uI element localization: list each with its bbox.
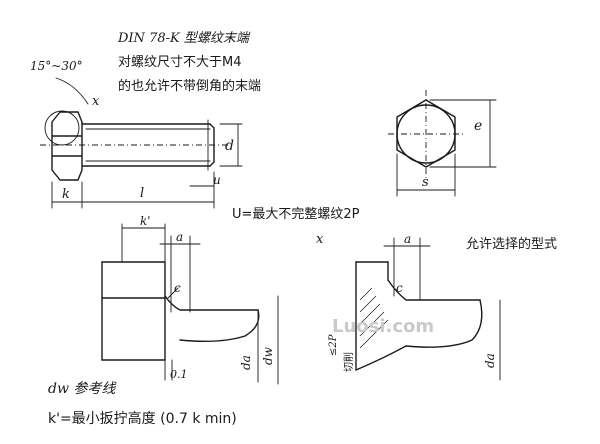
u-note: U=最大不完整螺纹2P <box>232 207 360 222</box>
hex-outline <box>396 99 456 168</box>
chamfer-detail-circle <box>44 110 80 146</box>
dim-dw: dw <box>261 346 275 365</box>
dim-0-1: 0.1 <box>170 368 188 381</box>
dim-l: l <box>140 186 144 201</box>
note-line-2: 对螺纹尺寸不大于M4 <box>118 55 242 70</box>
hatch-3 <box>359 303 381 325</box>
detail-shank-curve <box>179 309 260 343</box>
bolt-side-view <box>40 110 230 181</box>
note-line-3: 的也允许不带倒角的末端 <box>118 78 261 94</box>
dim-a2: a <box>404 232 411 246</box>
detail-c-leader <box>167 287 179 299</box>
dim-d: d <box>225 138 234 154</box>
dim-k: k <box>62 187 70 202</box>
note-line-1: DIN 78-K 型螺纹末端 <box>117 31 251 46</box>
dim-u: u <box>213 173 221 187</box>
angle-label: 15°~30° <box>30 59 83 73</box>
dim-da2: da <box>483 353 497 368</box>
dim-2p: ≤2P <box>328 334 339 356</box>
legend-k-prime: k'=最小扳拧高度 (0.7 k min) <box>48 410 237 427</box>
dim-da: da <box>239 355 253 370</box>
x-mark: x <box>92 94 100 109</box>
alt-under-head <box>355 345 407 371</box>
dim-s: s <box>422 175 429 190</box>
hatch-4 <box>359 311 385 337</box>
alt-shank-curve <box>405 299 483 348</box>
dim-e: e <box>474 118 482 134</box>
hatch-1 <box>359 287 373 301</box>
dim-c: c <box>174 281 181 295</box>
dim-k-prime: k' <box>140 214 151 228</box>
dim-c2: c <box>396 281 403 295</box>
alt-form-label: 允许选择的型式 <box>466 236 557 252</box>
dim-a: a <box>176 230 183 244</box>
hatch-5 <box>359 319 389 349</box>
hatch-2 <box>359 295 377 313</box>
hex-end-view <box>388 90 466 178</box>
alt-fillet <box>387 279 481 301</box>
legend-dw: dw 参考线 <box>48 381 117 397</box>
watermark: Luosi.com <box>332 316 434 337</box>
detail-standard <box>101 261 260 361</box>
dim-cut: 切削 <box>342 352 355 372</box>
detail-fillet-top <box>164 295 259 311</box>
bolt-head <box>51 111 83 181</box>
center-x: x <box>316 232 324 247</box>
angle-arc <box>55 77 89 105</box>
detail-alternative <box>355 261 483 371</box>
